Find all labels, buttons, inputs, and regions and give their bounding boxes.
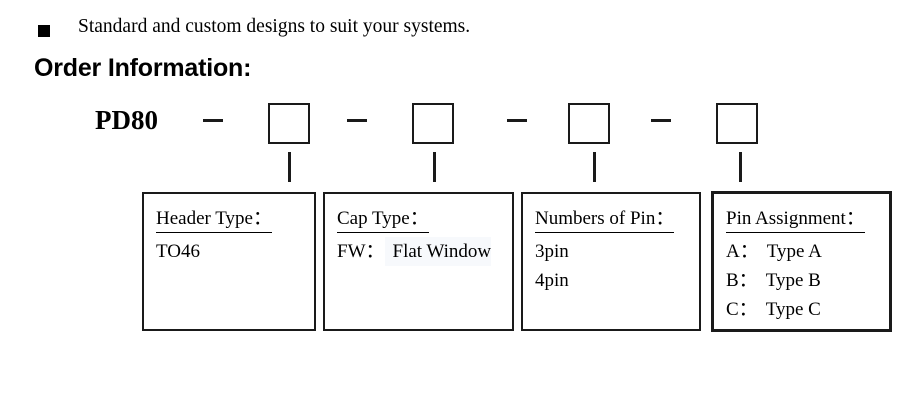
feature-bullet-text: Standard and custom designs to suit your…: [78, 16, 471, 37]
legend-lines-header-type: TO46: [156, 237, 314, 266]
part-number-dash-3: [507, 119, 527, 122]
connector-line-3: [593, 152, 596, 182]
square-bullet-icon: [38, 25, 50, 37]
legend-line: FW：Flat Window: [337, 237, 512, 266]
part-number-slot-3[interactable]: [568, 103, 610, 144]
legend-title-cap-type: Cap Type：: [337, 205, 429, 233]
legend-option-value: Type B: [765, 270, 821, 291]
legend-title-numbers-of-pin: Numbers of Pin：: [535, 205, 675, 233]
legend-line: C： Type C: [726, 295, 889, 324]
legend-line: TO46: [156, 237, 314, 266]
legend-option-value: Type C: [765, 299, 821, 320]
legend-box-header-type: Header Type： TO46: [142, 192, 316, 331]
legend-line: B： Type B: [726, 266, 889, 295]
legend-box-cap-type: Cap Type： FW：Flat Window: [323, 192, 514, 331]
part-number-slot-1[interactable]: [268, 103, 310, 144]
legend-title-pin-assignment: Pin Assignment：: [726, 205, 865, 233]
legend-box-numbers-of-pin: Numbers of Pin： 3pin 4pin: [521, 192, 701, 331]
feature-bullet-row: Standard and custom designs to suit your…: [0, 8, 924, 38]
legend-option-code: FW：: [337, 241, 385, 262]
part-number-dash-4: [651, 119, 671, 122]
legend-option-code: B：: [726, 270, 758, 291]
legend-line: A： Type A: [726, 237, 889, 266]
legend-lines-cap-type: FW：Flat Window: [337, 237, 512, 266]
legend-lines-numbers-of-pin: 3pin 4pin: [535, 237, 699, 295]
part-number-dash-2: [347, 119, 367, 122]
legend-option-code: 3pin: [535, 241, 569, 262]
legend-lines-pin-assignment: A： Type A B： Type B C： Type C: [726, 237, 889, 324]
legend-title-header-type: Header Type：: [156, 205, 272, 233]
part-number-prefix: PD80: [95, 105, 158, 135]
legend-option-code: A：: [726, 241, 759, 262]
legend-option-code: 4pin: [535, 270, 569, 291]
part-number-slot-2[interactable]: [412, 103, 454, 144]
connector-line-2: [433, 152, 436, 182]
legend-box-pin-assignment: Pin Assignment： A： Type A B： Type B C： Type…: [711, 191, 892, 332]
part-number-dash-1: [203, 119, 223, 122]
legend-line: 4pin: [535, 266, 699, 295]
part-number-builder: PD80: [0, 95, 924, 155]
legend-option-code: C：: [726, 299, 758, 320]
legend-line: 3pin: [535, 237, 699, 266]
page-title: Order Information:: [34, 54, 252, 82]
legend-option-value: Flat Window: [384, 237, 492, 266]
part-number-slot-4[interactable]: [716, 103, 758, 144]
legend-option-value: Type A: [766, 241, 822, 262]
connector-line-4: [739, 152, 742, 182]
legend-option-code: TO46: [156, 241, 200, 262]
connector-line-1: [288, 152, 291, 182]
